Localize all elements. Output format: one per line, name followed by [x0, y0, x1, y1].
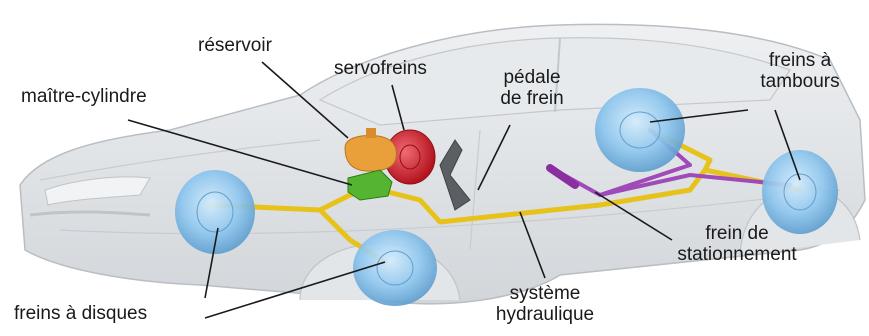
label-freins-a-tambours: freins à tambours: [745, 50, 855, 92]
label-stationnement-line1: frein de: [662, 223, 812, 244]
fluid-reservoir: [345, 136, 396, 172]
label-pedale-de-frein: pédale de frein: [482, 67, 582, 109]
label-systeme-hydraulique: système hydraulique: [480, 283, 610, 325]
label-hydraulique-line2: hydraulique: [480, 304, 610, 325]
label-tambours-line2: tambours: [745, 71, 855, 92]
rear-right-drum: [762, 150, 838, 234]
rear-left-drum: [595, 88, 685, 172]
label-hydraulique-line1: système: [480, 283, 610, 304]
label-tambours-line1: freins à: [745, 50, 855, 71]
label-maitre-cylindre: maître-cylindre: [21, 86, 147, 107]
label-freins-a-disques: freins à disques: [14, 303, 147, 324]
label-frein-de-stationnement: frein de stationnement: [662, 223, 812, 265]
label-pedale-line2: de frein: [482, 88, 582, 109]
label-stationnement-line2: stationnement: [662, 244, 812, 265]
label-pedale-line1: pédale: [482, 67, 582, 88]
label-servofreins: servofreins: [334, 58, 427, 79]
label-reservoir: réservoir: [198, 35, 272, 56]
